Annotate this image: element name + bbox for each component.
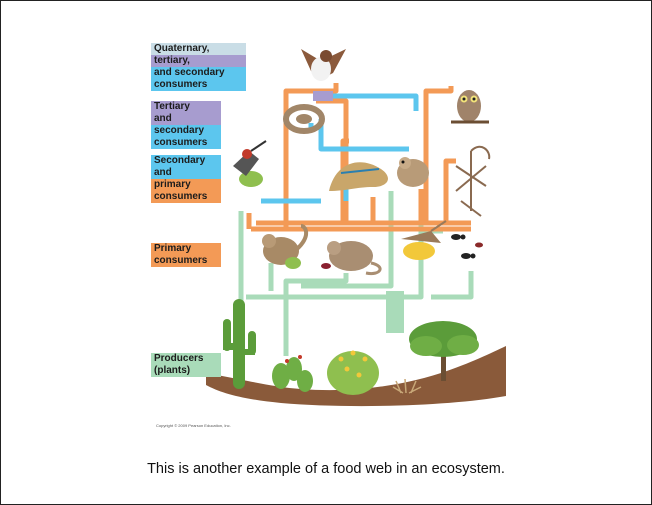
purple-link	[313, 91, 333, 101]
label-primary-line1: Primary	[151, 243, 221, 255]
lizard-figure	[329, 162, 388, 191]
label-quaternary-line2: tertiary,	[151, 55, 246, 67]
label-tertiary-line4: consumers	[151, 137, 221, 149]
flowering-shrub-figure	[327, 351, 379, 396]
label-quaternary-line1: Quaternary,	[151, 43, 246, 55]
primary-consumer-arrows	[249, 83, 471, 231]
label-producers: Producers (plants)	[151, 351, 221, 379]
prickly-pear-figure	[272, 355, 313, 392]
label-quaternary-line3: and secondary	[151, 67, 246, 79]
scorpion-figure	[456, 147, 489, 216]
saguaro-cactus-figure	[223, 299, 256, 389]
label-quaternary-consumers: Quaternary, tertiary, and secondary cons…	[151, 41, 246, 93]
copyright-notice: Copyright © 2009 Pearson Education, Inc.	[156, 423, 231, 428]
owl-figure	[451, 90, 489, 122]
label-tertiary-line1: Tertiary	[151, 101, 221, 113]
woodpecker-figure	[233, 141, 266, 187]
ants-figure	[451, 234, 483, 259]
packrat-figure	[321, 241, 380, 274]
label-secondary-line2: and	[151, 167, 221, 179]
label-producers-line1: Producers	[151, 353, 221, 365]
ground-squirrel-figure	[262, 226, 306, 269]
producer-arrow-block	[386, 291, 404, 333]
label-secondary-line3: primary	[151, 179, 221, 191]
label-tertiary-line3: secondary	[151, 125, 221, 137]
label-tertiary-consumers: Tertiary and secondary consumers	[151, 99, 221, 151]
hawk-figure	[301, 49, 346, 81]
label-primary-line2: consumers	[151, 255, 221, 267]
label-primary-consumers: Primary consumers	[151, 241, 221, 269]
label-secondary-consumers: Secondary and primary consumers	[151, 153, 221, 205]
snake-figure	[286, 107, 322, 131]
label-quaternary-line4: consumers	[151, 79, 246, 91]
label-secondary-line4: consumers	[151, 191, 221, 203]
label-secondary-line1: Secondary	[151, 155, 221, 167]
label-producers-line2: (plants)	[151, 365, 221, 377]
label-tertiary-line2: and	[151, 113, 221, 125]
slide-caption: This is another example of a food web in…	[1, 461, 651, 477]
